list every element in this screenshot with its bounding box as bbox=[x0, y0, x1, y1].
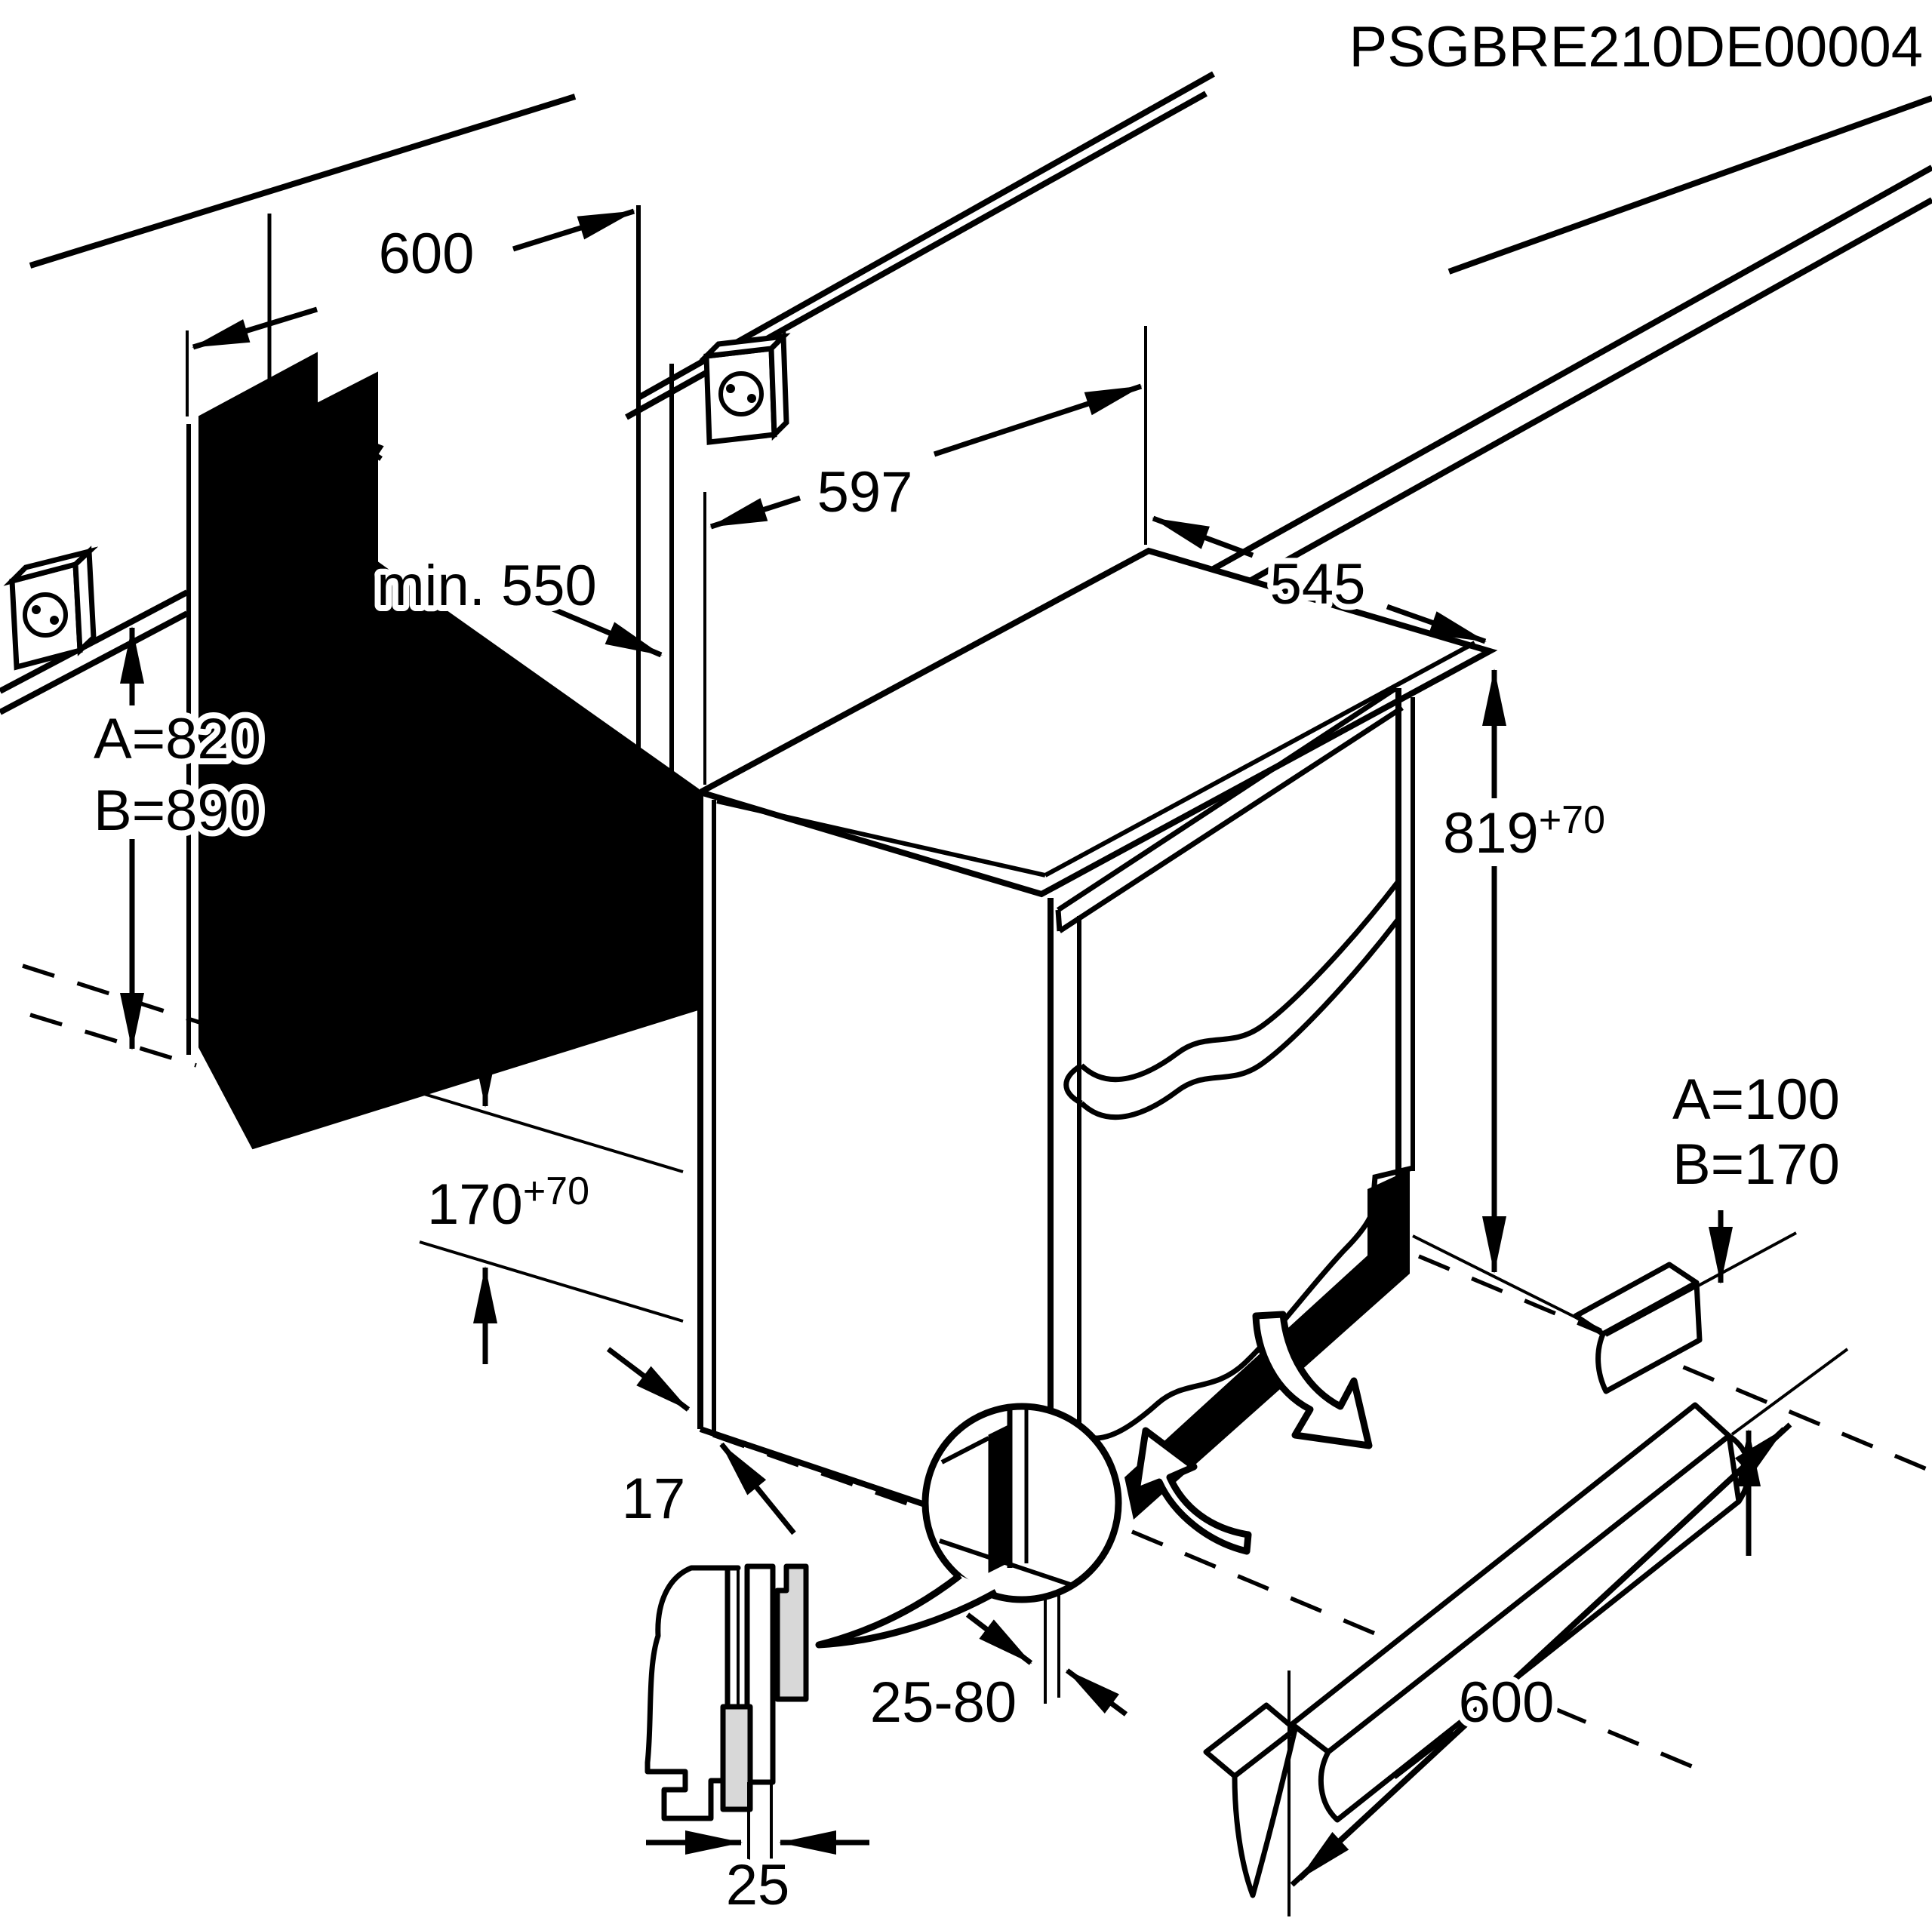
dim-appliance-depth: 545 bbox=[1270, 552, 1366, 616]
plinth-assembly bbox=[1203, 1231, 1849, 1916]
dim-base-clearance: 170+70 bbox=[427, 1170, 589, 1237]
dim-socket-height-a: A=820 bbox=[94, 707, 261, 771]
callout-tail bbox=[815, 1572, 998, 1649]
magnifier-callout bbox=[815, 1403, 1122, 1649]
dim-appliance-width: 597 bbox=[817, 460, 913, 524]
dim-appliance-height: 819+70 bbox=[1443, 798, 1605, 865]
appliance-door bbox=[1055, 686, 1415, 1441]
airflow-arrow-up-icon bbox=[1133, 1427, 1252, 1555]
dim-socket-height-b: B=890 bbox=[94, 779, 261, 843]
dim-niche-width: 600 bbox=[379, 222, 475, 286]
drawing-number: PSGBRE210DE00004 bbox=[1349, 15, 1923, 79]
dimension-lines bbox=[120, 208, 1792, 1887]
dim-plinth-length: 600 bbox=[1459, 1671, 1555, 1735]
dim-bottom-gap: 25-80 bbox=[870, 1671, 1017, 1735]
appliance-outline bbox=[692, 547, 1498, 1571]
airflow-arrow-down-icon bbox=[1252, 1311, 1373, 1449]
dim-plinth-height-b: B=170 bbox=[1672, 1133, 1840, 1197]
power-socket-left-icon bbox=[3, 546, 99, 671]
niche-cutout bbox=[186, 205, 699, 1150]
dim-plinth-height-a: A=100 bbox=[1672, 1068, 1840, 1132]
labels: PSGBRE210DE00004 600 min. 550 597 545 81… bbox=[88, 15, 1923, 1921]
airflow-arrows bbox=[1133, 1311, 1373, 1555]
dim-min-depth: min. 550 bbox=[377, 554, 597, 618]
dim-panel-gap: 25 bbox=[726, 1853, 790, 1917]
power-socket-middle-icon bbox=[699, 330, 791, 445]
dim-side-gap: 17 bbox=[622, 1467, 686, 1531]
cross-section-inset bbox=[645, 1563, 869, 1864]
appliance-base-recess bbox=[1124, 1170, 1410, 1520]
